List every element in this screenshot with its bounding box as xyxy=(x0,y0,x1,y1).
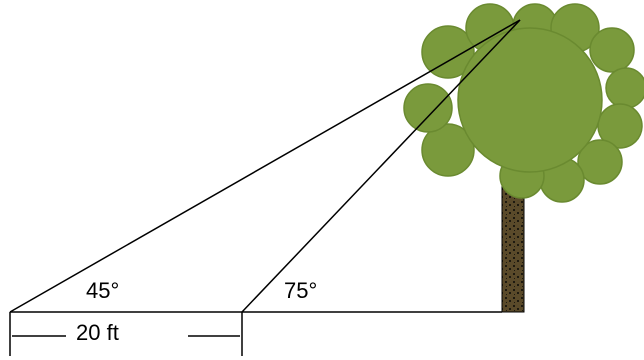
tree-icon xyxy=(403,3,644,203)
angle-label-45: 45° xyxy=(86,278,120,303)
sight-line-near xyxy=(241,19,521,313)
sight-line-far xyxy=(9,19,521,313)
tree-trunk xyxy=(501,179,525,313)
distance-label: 20 ft xyxy=(76,320,119,345)
angle-label-75: 75° xyxy=(284,278,318,303)
